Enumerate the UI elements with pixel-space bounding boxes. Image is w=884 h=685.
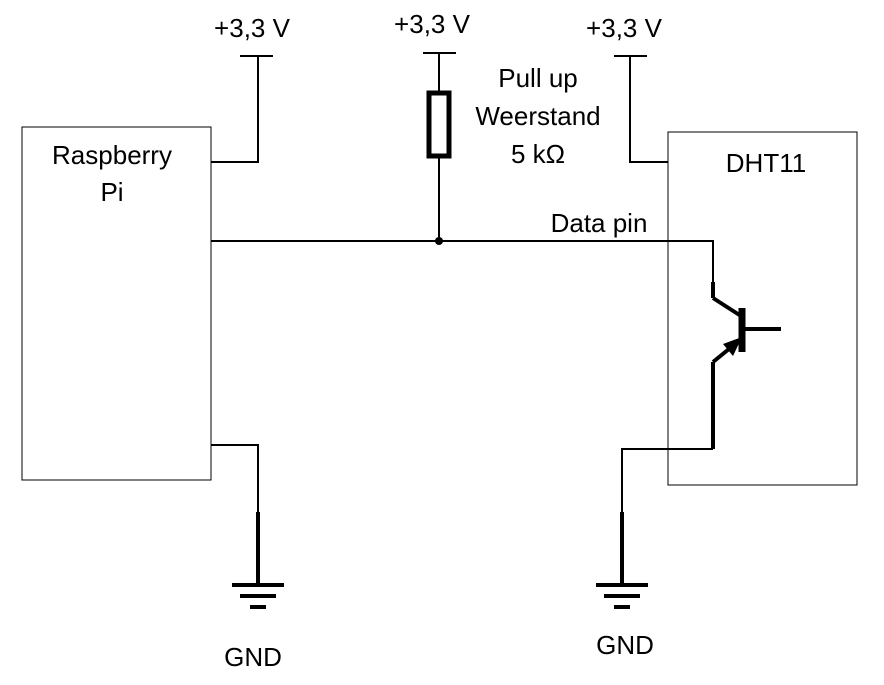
ground-wire-left bbox=[211, 444, 259, 512]
ground-wire-right bbox=[621, 448, 713, 512]
supply-wire-right bbox=[629, 56, 668, 163]
resistor-label-line2: Weerstand bbox=[475, 101, 600, 131]
raspberry-pi-label-line1: Raspberry bbox=[52, 140, 172, 170]
dht11-box bbox=[667, 131, 858, 486]
raspberry-pi-label-line2: Pi bbox=[100, 177, 123, 207]
data-pin-label: Data pin bbox=[551, 208, 648, 238]
pull-up-resistor bbox=[426, 90, 452, 159]
supply-label-left: +3,3 V bbox=[214, 13, 291, 43]
transistor-collector-diag bbox=[711, 296, 743, 318]
raspberry-pi-box bbox=[21, 126, 212, 481]
resistor-label-line1: Pull up bbox=[498, 63, 578, 93]
ground-label-right: GND bbox=[596, 630, 654, 660]
supply-label-right: +3,3 V bbox=[586, 13, 663, 43]
junction-dot bbox=[435, 237, 443, 245]
ground-label-left: GND bbox=[224, 642, 282, 672]
data-wire bbox=[211, 240, 714, 282]
supply-wire-left bbox=[211, 56, 259, 163]
supply-label-middle: +3,3 V bbox=[394, 9, 471, 39]
transistor-emitter-arrow bbox=[723, 337, 742, 356]
dht11-label: DHT11 bbox=[726, 148, 806, 178]
resistor-label-line3: 5 kΩ bbox=[511, 139, 565, 169]
